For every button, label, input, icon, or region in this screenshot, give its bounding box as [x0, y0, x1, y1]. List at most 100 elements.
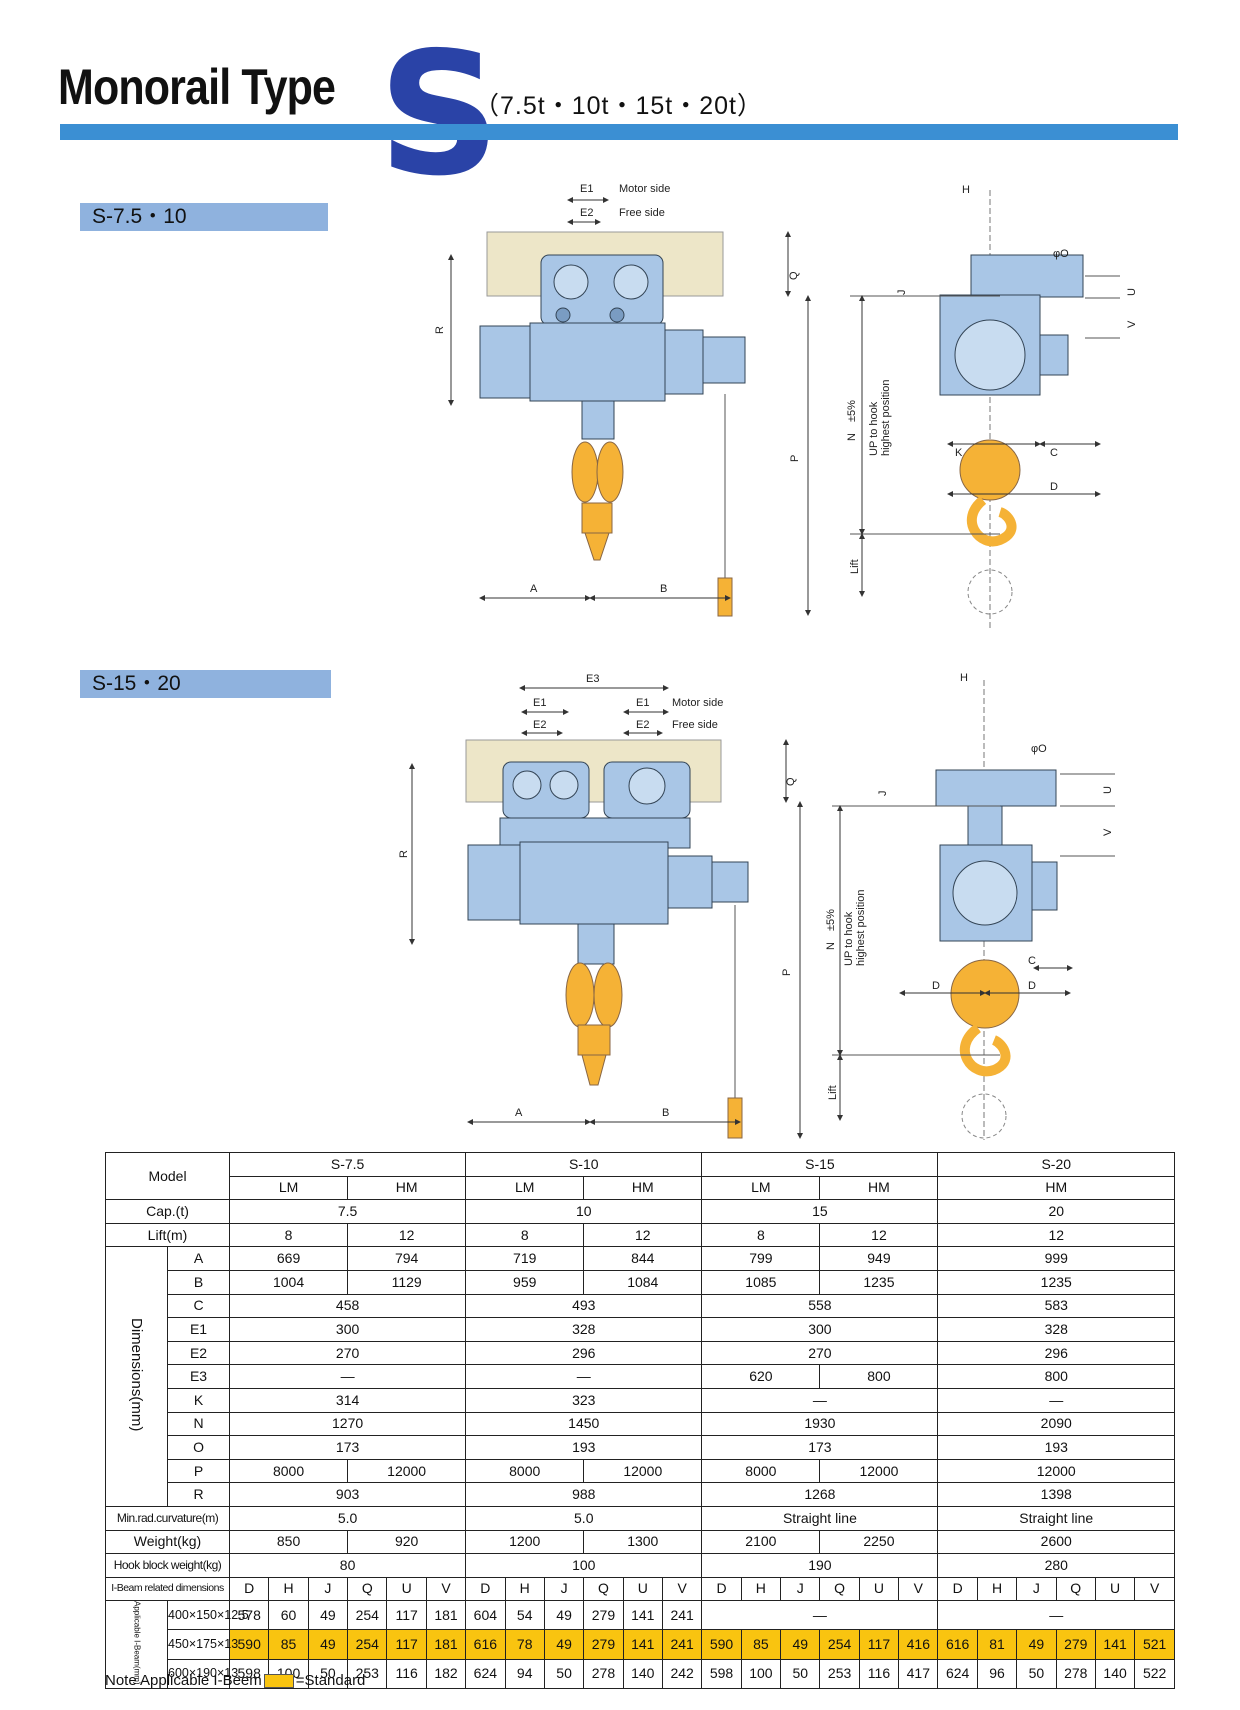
section-label-s15-20: S-15・20: [80, 670, 331, 698]
cell-col-header: V: [661, 1576, 703, 1602]
cell-value: 141: [622, 1600, 663, 1631]
cell-value-standard: 117: [858, 1629, 900, 1660]
dim-j: J: [896, 290, 908, 296]
cell-value: 959: [465, 1269, 585, 1295]
cell-value: 49: [543, 1600, 585, 1631]
standard-note: Note Applicable I-Beem=Standard: [105, 1672, 365, 1689]
dim-c-2: C: [1028, 955, 1036, 967]
cell-value: 1450: [465, 1411, 703, 1437]
cell-value: 794: [347, 1246, 467, 1271]
cell-ibeam-label: I-Beam related dimensions: [104, 1576, 231, 1602]
cell-value: 2600: [937, 1529, 1175, 1555]
cell-value: 60: [268, 1600, 309, 1631]
note-motor-side: Motor side: [619, 183, 670, 195]
cell-value-standard: 254: [819, 1629, 860, 1660]
section-label-s75-10: S-7.5・10: [80, 203, 328, 231]
cell-value: 80: [229, 1553, 467, 1578]
cell-value-standard: 141: [1094, 1629, 1136, 1660]
row-dim-c: C 458 493 558 583: [106, 1293, 1175, 1319]
cell-value: 12: [937, 1222, 1175, 1248]
cell-value: 800: [937, 1364, 1175, 1389]
cell-value: 7.5: [229, 1199, 467, 1224]
cell-value: 8000: [465, 1458, 585, 1484]
cell-col-header: V: [425, 1576, 467, 1602]
cell-dim-label: E1: [166, 1317, 231, 1342]
cell-cap-label: Cap.(t): [104, 1199, 231, 1224]
cell-value-standard: 616: [937, 1629, 978, 1660]
cell-value: 253: [347, 1658, 388, 1689]
cell-value: 5.0: [465, 1505, 703, 1531]
cell-value: —: [701, 1387, 939, 1413]
cell-model-s20: S-20: [937, 1152, 1175, 1177]
dim-v: V: [1126, 320, 1138, 328]
cell-col-header: U: [858, 1576, 900, 1602]
cell-value-standard: 85: [268, 1629, 309, 1660]
cell-value: 94: [504, 1658, 545, 1689]
cell-value-standard: 49: [307, 1629, 349, 1660]
cell-col-header: U: [1094, 1576, 1136, 1602]
cell-col-header: H: [976, 1576, 1018, 1602]
drum: [529, 322, 666, 402]
cell-value: 12000: [819, 1458, 939, 1484]
row-lm-hm: LM HM LM HM LM HM HM: [106, 1175, 1175, 1201]
cell-value: Straight line: [937, 1505, 1175, 1531]
side-view-s75-10: H φO J U V N ±5% UP to hook highest posi…: [846, 184, 1138, 630]
hook-block: [581, 502, 613, 534]
cell-dim-label: E2: [166, 1340, 231, 1366]
row-curvature: Min.rad.curvature(m) 5.0 5.0 Straight li…: [104, 1505, 1175, 1531]
row-weight: Weight(kg) 850 920 1200 1300 2100 2250 2…: [104, 1529, 1175, 1555]
row-hook-weight: Hook block weight(kg) 80 100 190 280: [104, 1553, 1175, 1578]
front-view-s75-10: E1 Motor side E2 Free side R Q P A B: [434, 183, 811, 617]
cell-lm: LM: [229, 1175, 349, 1201]
hoist-drawings: E1 Motor side E2 Free side R Q P A B H φ…: [398, 183, 1138, 1140]
cell-value-standard: 81: [976, 1629, 1018, 1660]
cell-value: 140: [1094, 1658, 1136, 1689]
cell-col-header: Q: [347, 1576, 388, 1602]
control-box: [702, 336, 746, 384]
dim-d-right-2: D: [1028, 980, 1036, 992]
cell-value: 253: [819, 1658, 860, 1689]
cell-value: 5.0: [229, 1505, 467, 1531]
row-dim-b: B 1004 1129 959 1084 1085 1235 1235: [106, 1269, 1175, 1295]
note-free-side-2: Free side: [672, 719, 718, 731]
standard-swatch: [263, 1674, 294, 1689]
cell-value: 296: [937, 1340, 1175, 1366]
cell-value-standard: 49: [1016, 1629, 1057, 1660]
dim-e1-left: E1: [533, 697, 546, 709]
cell-dim-label: O: [166, 1435, 231, 1460]
cell-value: 8000: [229, 1458, 349, 1484]
cell-col-header: H: [740, 1576, 782, 1602]
note-up-to-hook: UP to hook: [868, 401, 880, 456]
cell-value: 12000: [583, 1458, 703, 1484]
cell-value-standard: 181: [425, 1629, 467, 1660]
cell-dim-label: R: [166, 1482, 231, 1507]
cell-col-header: D: [465, 1576, 506, 1602]
cell-value: 1930: [701, 1411, 939, 1437]
cell-value: 8000: [701, 1458, 821, 1484]
cell-lift-label: Lift(m): [104, 1222, 231, 1248]
cell-value: 558: [701, 1293, 939, 1319]
cell-value: 296: [465, 1340, 703, 1366]
cell-value: Straight line: [701, 1505, 939, 1531]
cell-value: 300: [701, 1317, 939, 1342]
cell-col-header: Q: [1055, 1576, 1096, 1602]
cell-value-standard: 590: [229, 1629, 270, 1660]
cell-value: 12: [819, 1222, 939, 1248]
cell-value: 50: [1016, 1658, 1057, 1689]
cell-value: 850: [229, 1529, 349, 1555]
cell-value: 242: [661, 1658, 703, 1689]
cell-value: —: [937, 1387, 1175, 1413]
cell-value: 598: [701, 1658, 742, 1689]
cell-value: 2250: [819, 1529, 939, 1555]
cell-col-header: J: [307, 1576, 349, 1602]
cell-col-header: D: [937, 1576, 978, 1602]
cell-value: 2100: [701, 1529, 821, 1555]
cell-value: 1270: [229, 1411, 467, 1437]
dim-n: N ±5%: [846, 400, 858, 441]
cell-value-standard: 279: [583, 1629, 624, 1660]
row-lift: Lift(m) 8 12 8 12 8 12 12: [104, 1222, 1175, 1248]
row-dim-e3: E3 — — 620 800 800: [106, 1364, 1175, 1389]
row-dim-n: N 1270 1450 1930 2090: [106, 1411, 1175, 1437]
series-letter: S: [378, 16, 501, 214]
cell-curvature-label: Min.rad.curvature(m): [104, 1505, 231, 1531]
